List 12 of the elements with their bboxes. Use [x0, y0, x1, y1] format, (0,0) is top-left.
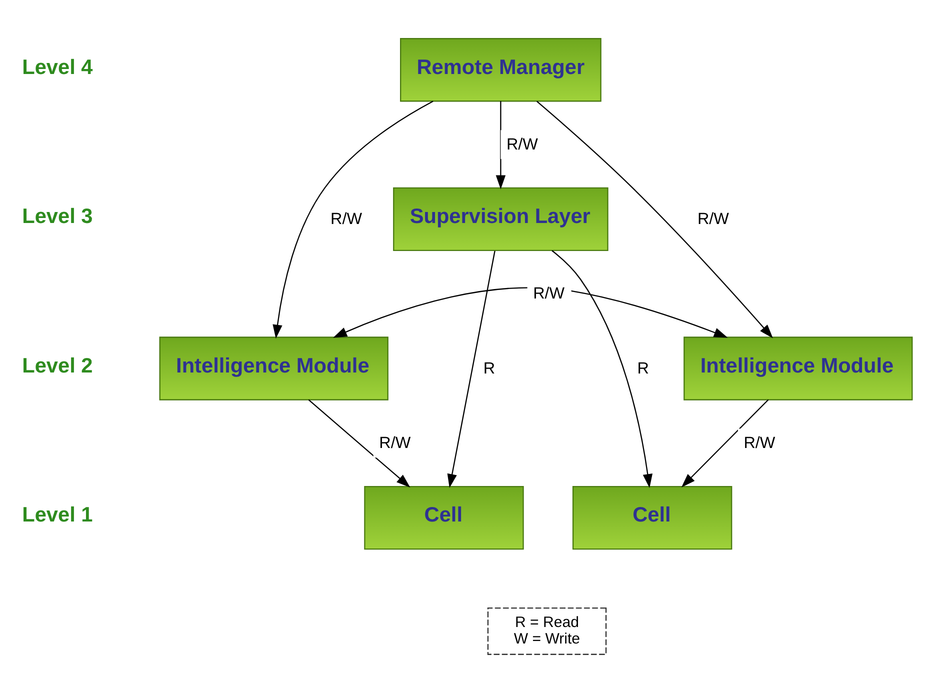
label: Level 4 — [22, 56, 93, 79]
edge-label: R — [483, 359, 496, 378]
edge-label: R/W — [697, 210, 729, 228]
edge-label: R/W — [744, 434, 776, 452]
edge-label: R/W — [379, 434, 411, 452]
edge-label: R — [637, 359, 649, 378]
edge-label: R/W — [506, 135, 538, 154]
label: Level 1 — [22, 504, 93, 527]
edge-label: R/W — [533, 284, 565, 303]
label: Level 2 — [22, 354, 93, 378]
edge-label: R/W — [330, 210, 362, 228]
label: Level 3 — [22, 205, 93, 228]
